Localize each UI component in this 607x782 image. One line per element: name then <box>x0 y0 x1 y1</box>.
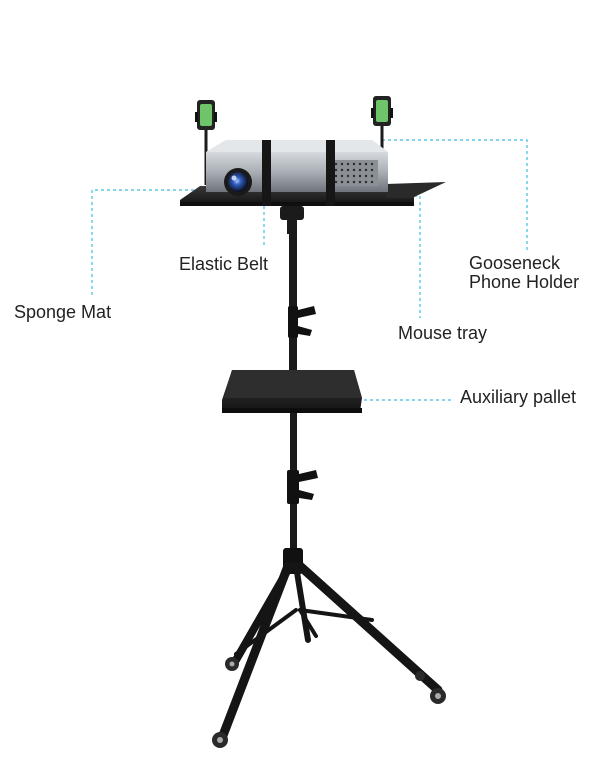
label-mouse-tray: Mouse tray <box>398 323 488 343</box>
elastic-belt-right <box>326 140 335 206</box>
label-auxiliary-pallet: Auxiliary pallet <box>460 387 577 407</box>
label-gooseneck-line2: Phone Holder <box>469 272 580 292</box>
leader-gooseneck <box>382 139 528 250</box>
label-elastic-belt: Elastic Belt <box>179 254 269 274</box>
tripod <box>217 561 443 743</box>
projector-lens <box>228 172 248 192</box>
auxiliary-pallet-shape <box>222 370 362 413</box>
leader-mouse-tray <box>414 195 421 318</box>
label-sponge-mat: Sponge Mat <box>14 302 112 322</box>
label-gooseneck-line1: Gooseneck <box>469 253 561 273</box>
caster-wheels <box>212 657 446 748</box>
projector <box>206 140 388 206</box>
tray-mount <box>280 206 304 234</box>
leader-sponge-mat <box>91 189 200 298</box>
elastic-belt-left <box>262 140 271 206</box>
label-gooseneck-phone-holder: Gooseneck Phone Holder <box>469 254 579 292</box>
